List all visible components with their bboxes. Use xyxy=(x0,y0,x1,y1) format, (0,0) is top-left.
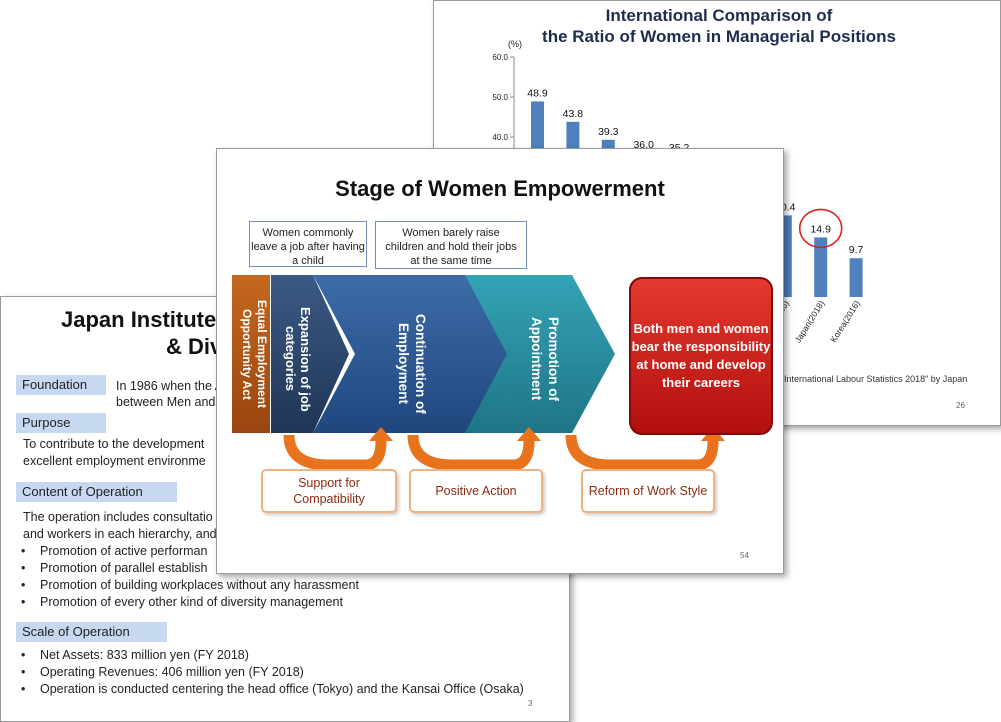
content-text-line2: and workers in each hierarchy, and xyxy=(23,527,217,541)
page-number: 54 xyxy=(740,551,749,560)
purpose-text-line1: To contribute to the development xyxy=(23,437,205,451)
content-text-line1: The operation includes consultatio xyxy=(23,510,213,524)
stage-diagram xyxy=(232,275,725,471)
y-tick-label: 50.0 xyxy=(492,93,508,102)
stage-label-act: Equal Employment Opportunity Act xyxy=(240,299,269,409)
measure-positive-action: Positive Action xyxy=(409,469,543,513)
data-label: 48.9 xyxy=(527,87,548,99)
list-item: Net Assets: 833 million yen (FY 2018) xyxy=(21,647,524,664)
arrow-head-icon xyxy=(369,427,393,441)
foundation-text-line1: In 1986 when the A xyxy=(116,379,224,393)
chart-title: International Comparison of the Ratio of… xyxy=(474,5,964,47)
stage-label-promotion: Promotion of Appointment xyxy=(529,317,561,401)
stage-arrow-continuation xyxy=(313,275,507,433)
content-bullet-list: Promotion of active performan Promotion … xyxy=(21,543,359,611)
list-item: Promotion of every other kind of diversi… xyxy=(21,594,359,611)
list-item: Operating Revenues: 406 million yen (FY … xyxy=(21,664,524,681)
curved-arrow-positive xyxy=(407,434,535,471)
slide-title-line1: Japan Institute xyxy=(61,307,217,332)
measure-reform-work-style: Reform of Work Style xyxy=(581,469,715,513)
stage-arrow-promotion xyxy=(462,275,615,433)
chart-title-line2: the Ratio of Women in Managerial Positio… xyxy=(542,27,896,46)
category-tick-label: Japan(2018) xyxy=(793,299,827,345)
list-item: Operation is conducted centering the hea… xyxy=(21,681,524,698)
data-label: 9.7 xyxy=(849,244,864,256)
bar xyxy=(814,237,828,297)
section-label-purpose: Purpose xyxy=(16,413,106,433)
data-label: 14.9 xyxy=(810,223,831,235)
y-tick-label: 40.0 xyxy=(492,133,508,142)
arrow-head-icon xyxy=(517,427,541,441)
curved-arrow-reform xyxy=(565,434,719,471)
list-item: Promotion of parallel establish xyxy=(21,560,359,577)
slide-title-line2: & Div xyxy=(166,334,223,359)
purpose-text-line2: excellent employment environme xyxy=(23,454,206,468)
stage-arrow-expansion xyxy=(271,275,349,433)
data-label: 39.3 xyxy=(598,126,619,138)
list-item: Promotion of building workplaces without… xyxy=(21,577,359,594)
category-tick-label: Korea(2016) xyxy=(828,299,862,345)
list-item: Promotion of active performan xyxy=(21,543,359,560)
stage-bar-act xyxy=(232,275,270,433)
data-label: 43.8 xyxy=(563,108,584,120)
section-label-content: Content of Operation xyxy=(16,482,177,502)
y-axis-label: (%) xyxy=(508,39,522,49)
stage-label-expansion: Expansion of job categories xyxy=(283,306,313,412)
highlight-circle xyxy=(798,208,843,249)
chart-title-line1: International Comparison of xyxy=(605,6,833,25)
curved-arrow-support xyxy=(283,434,387,471)
source-note: International Labour Statistics 2018" by… xyxy=(784,374,968,384)
measure-support-compatibility: Support for Compatibility xyxy=(261,469,397,513)
stage-label-continuation: Continuation of Employment xyxy=(396,314,428,414)
scale-bullet-list: Net Assets: 833 million yen (FY 2018) Op… xyxy=(21,647,524,698)
bar xyxy=(849,258,863,297)
foundation-text-line2: between Men and W xyxy=(116,395,231,409)
goal-box: Both men and women bear the responsibili… xyxy=(629,277,773,435)
section-label-scale: Scale of Operation xyxy=(16,622,167,642)
page-number: 26 xyxy=(956,401,965,410)
y-tick-label: 60.0 xyxy=(492,53,508,62)
callout-raise-children: Women barely raise children and hold the… xyxy=(375,221,527,269)
slide-women-empowerment: Stage of Women Empowerment xyxy=(216,148,784,574)
page-number: 3 xyxy=(528,699,533,708)
slide-title: Stage of Women Empowerment xyxy=(335,176,665,201)
callout-leave-job: Women commonly leave a job after having … xyxy=(249,221,367,267)
section-label-foundation: Foundation xyxy=(16,375,106,395)
